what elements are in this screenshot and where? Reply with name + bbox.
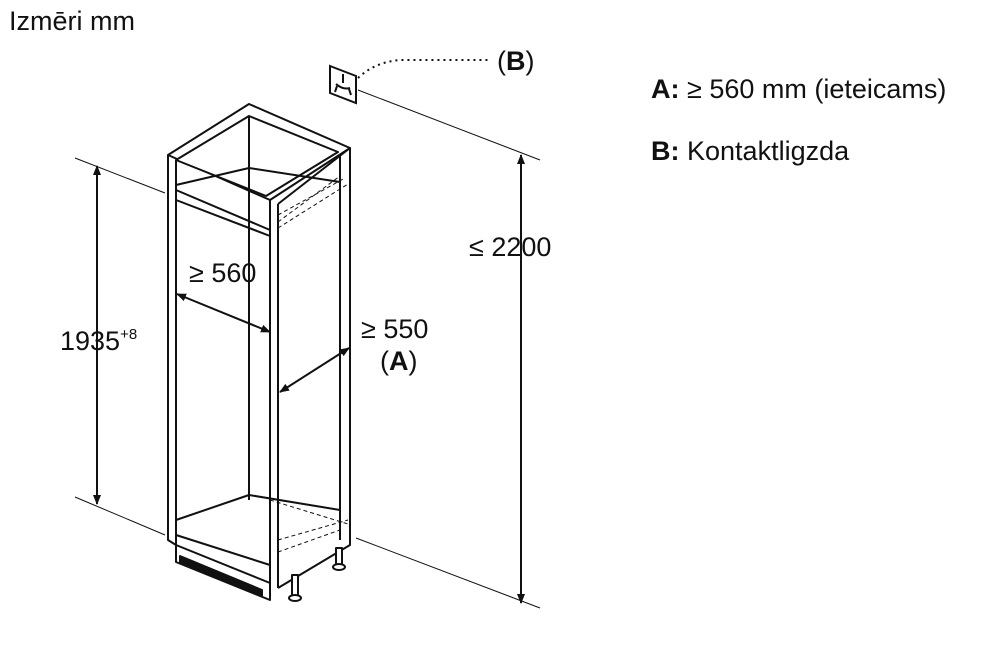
legend-item-a: A: ≥ 560 mm (ieteicams)	[651, 74, 946, 104]
legend: A: ≥ 560 mm (ieteicams) B: Kontaktligzda	[651, 74, 946, 198]
extension-lines	[74, 89, 541, 609]
cabinet-hidden-edges	[269, 175, 349, 553]
socket-callout: (B)	[497, 46, 535, 76]
depth-reference: (A)	[380, 346, 418, 376]
legend-key: B:	[651, 136, 680, 166]
electrical-socket-icon	[329, 64, 357, 105]
legend-text: ≥ 560 mm (ieteicams)	[687, 74, 947, 104]
diagram-title: Izmēri mm	[9, 6, 135, 36]
total-height-label: ≤ 2200	[469, 232, 551, 262]
height-label: 1935+8	[60, 326, 137, 356]
legend-key: A:	[651, 74, 680, 104]
cabinet-niche	[167, 103, 351, 602]
height-value: 1935	[60, 326, 120, 356]
depth-label: ≥ 550	[361, 314, 428, 344]
legend-item-b: B: Kontaktligzda	[651, 136, 946, 166]
socket-callout-key: B	[506, 46, 526, 76]
depth-reference-key: A	[389, 346, 409, 376]
socket-leader-line	[357, 59, 488, 79]
width-label: ≥ 560	[189, 258, 256, 288]
width-dimension-line	[176, 293, 271, 333]
depth-dimension-line	[279, 347, 350, 393]
legend-text: Kontaktligzda	[687, 136, 850, 166]
height-tolerance: +8	[120, 326, 137, 343]
